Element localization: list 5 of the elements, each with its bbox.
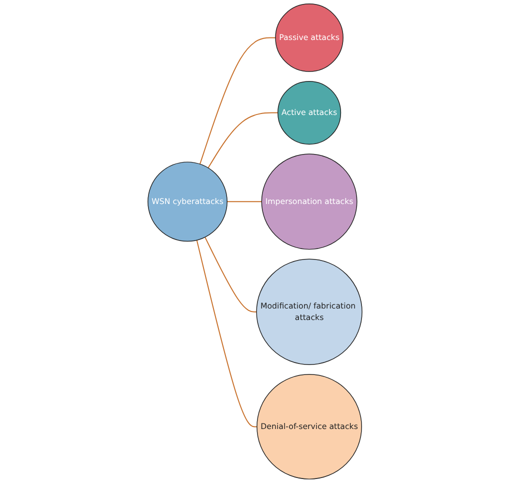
connector <box>199 37 276 165</box>
connector <box>204 236 257 312</box>
connector <box>207 112 278 168</box>
connector <box>226 201 262 202</box>
connector <box>196 240 257 428</box>
